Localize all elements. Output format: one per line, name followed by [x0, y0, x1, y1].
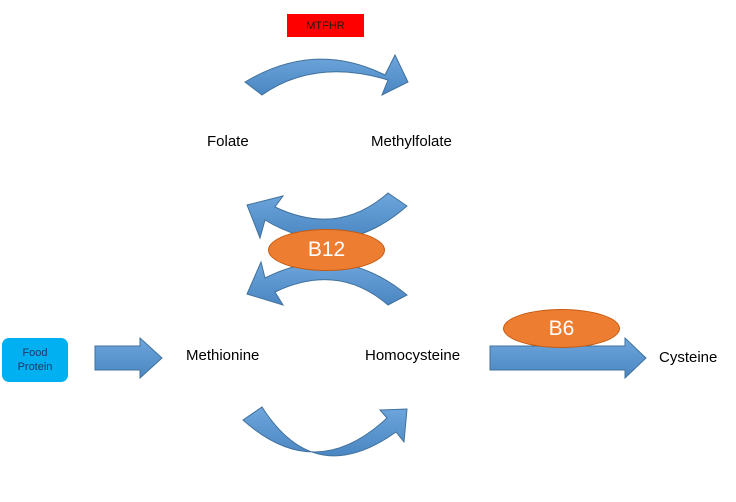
arc-arrow-folate-to-methylfolate — [244, 53, 409, 97]
food-protein-line2: Protein — [17, 361, 53, 373]
mtfhr-label: MTFHR — [306, 19, 345, 32]
node-cysteine: Cysteine — [659, 349, 718, 366]
b12-cofactor: B12 — [268, 229, 385, 271]
mtfhr-enzyme-box: MTFHR — [287, 14, 364, 37]
b6-cofactor: B6 — [503, 309, 620, 348]
b12-label: B12 — [307, 238, 346, 261]
b6-label: B6 — [548, 316, 575, 340]
arc-arrow-methionine-to-homocysteine — [242, 406, 408, 457]
node-homocysteine: Homocysteine — [365, 347, 461, 364]
food-protein-box: Food Protein — [2, 338, 68, 382]
arrow-food-to-methionine — [94, 336, 163, 380]
node-methionine: Methionine — [186, 347, 260, 364]
arrow-homocysteine-to-cysteine — [489, 336, 647, 380]
food-protein-line1: Food — [22, 347, 48, 359]
node-folate: Folate — [207, 133, 249, 150]
node-methylfolate: Methylfolate — [371, 133, 452, 150]
